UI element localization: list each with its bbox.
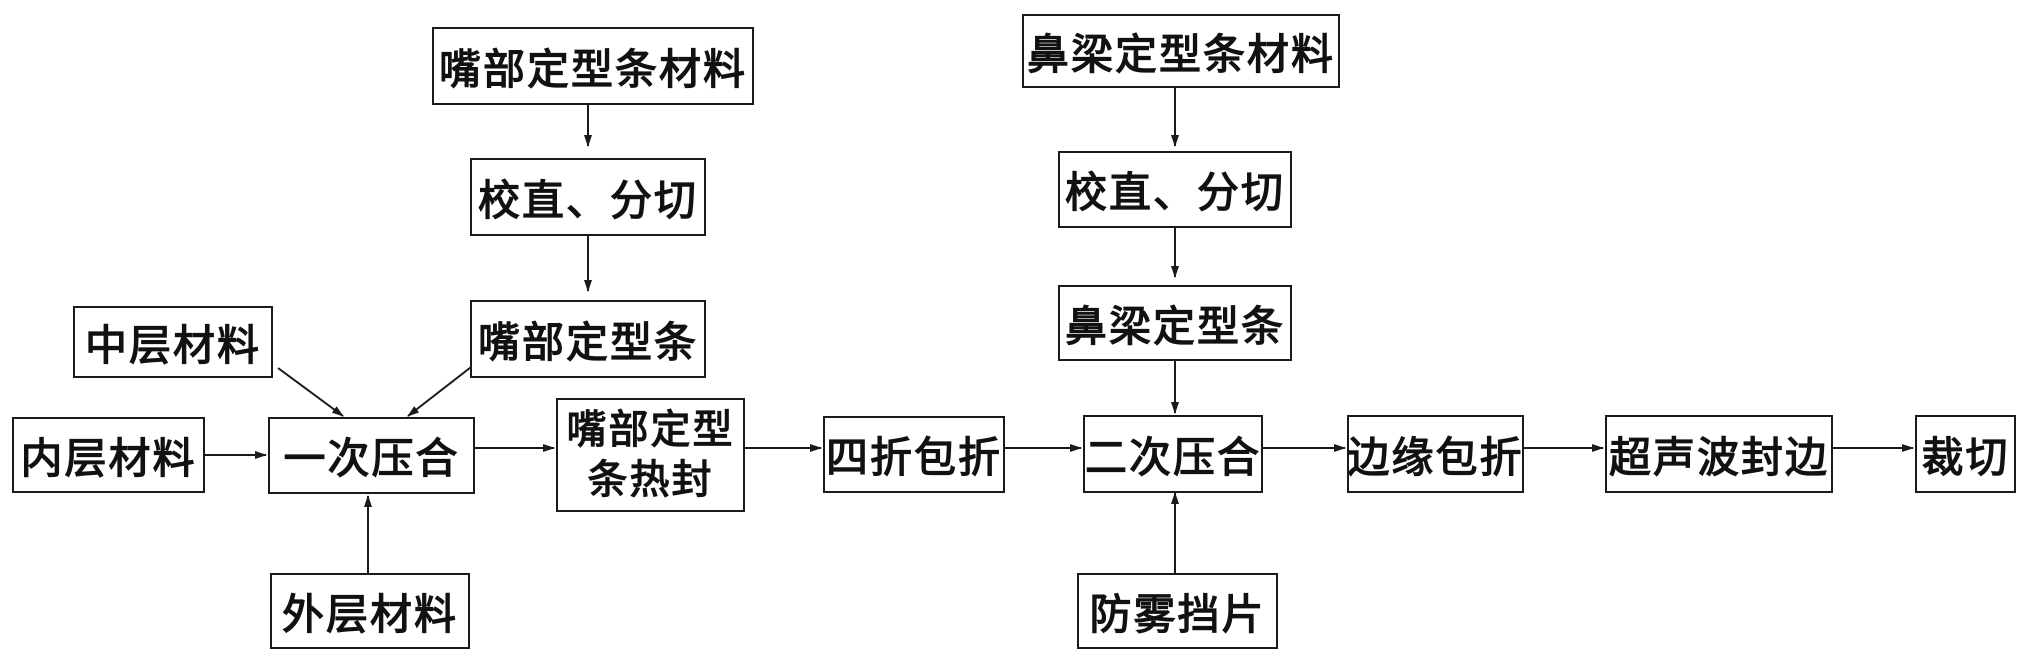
node-mouth-strip: 嘴部定型条 <box>470 300 706 378</box>
node-antifog-sheet: 防雾挡片 <box>1077 573 1278 649</box>
node-inner-layer-material: 内层材料 <box>12 417 205 493</box>
node-mouth-straighten-cut: 校直、分切 <box>470 158 706 236</box>
node-cutting: 裁切 <box>1915 415 2016 493</box>
node-second-press: 二次压合 <box>1083 415 1263 493</box>
arrow-mouth-strip-to-first-press <box>408 364 475 416</box>
node-outer-layer-material: 外层材料 <box>270 573 470 649</box>
node-mouth-heat-seal: 嘴部定型 条热封 <box>556 398 745 512</box>
node-mouth-strip-material: 嘴部定型条材料 <box>432 27 754 105</box>
node-nose-strip: 鼻梁定型条 <box>1058 285 1292 361</box>
node-four-fold: 四折包折 <box>823 416 1005 493</box>
node-edge-fold: 边缘包折 <box>1347 415 1524 493</box>
node-nose-strip-material: 鼻梁定型条材料 <box>1022 14 1340 88</box>
arrow-middle-layer-to-first-press <box>278 368 343 416</box>
node-middle-layer-material: 中层材料 <box>73 306 273 378</box>
node-mouth-heat-seal-line1: 嘴部定型 <box>567 405 735 455</box>
node-ultrasonic-seal: 超声波封边 <box>1605 415 1833 493</box>
node-first-press: 一次压合 <box>268 417 475 494</box>
node-nose-straighten-cut: 校直、分切 <box>1058 151 1292 228</box>
node-mouth-heat-seal-line2: 条热封 <box>588 455 714 505</box>
